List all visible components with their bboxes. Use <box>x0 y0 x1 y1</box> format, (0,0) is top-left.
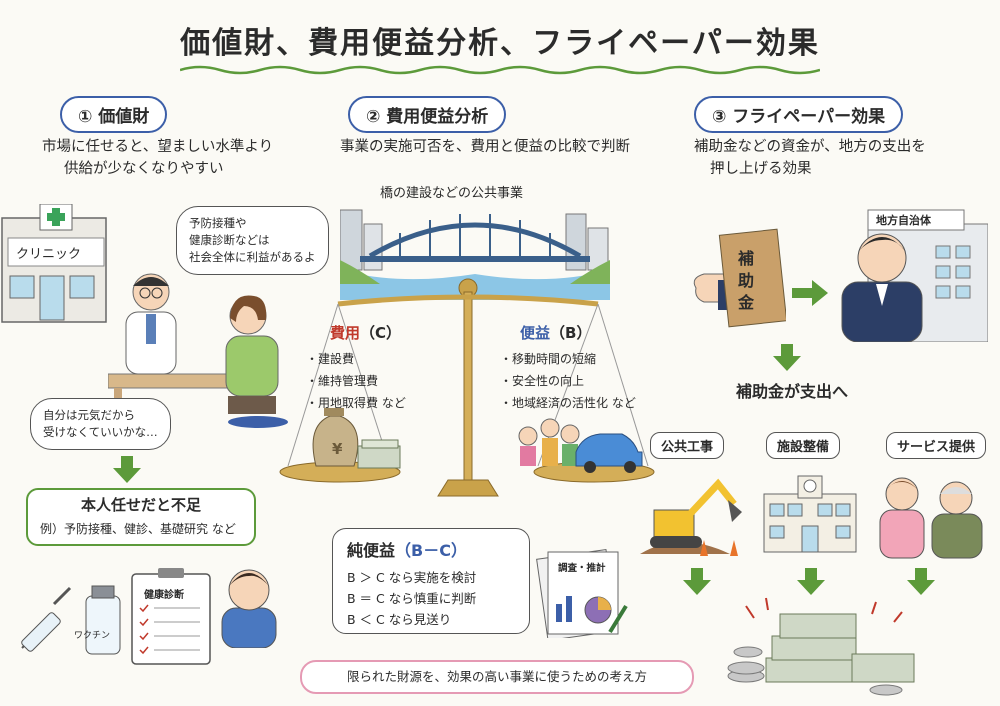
doctor-bubble-line3: 社会全体に利益があるよ <box>189 250 316 264</box>
section3-desc-line2: 押し上げる効果 <box>710 161 812 177</box>
excavator-icon <box>640 478 742 556</box>
cost-item: ・建設費 <box>306 352 355 366</box>
use-tag-facilities: 施設整備 <box>766 432 841 459</box>
money-pile-icon <box>727 597 915 696</box>
cost-title-main: 費用 <box>330 324 361 342</box>
subsidy-envelope <box>693 228 786 328</box>
official-figure <box>841 233 923 342</box>
syringe-icon <box>21 586 72 652</box>
doctor-figure <box>125 273 177 375</box>
benefit-item: ・安全性の向上 <box>500 374 585 388</box>
vaccine-label: ワクチン <box>74 631 111 641</box>
envelope-label: 補助金 <box>738 249 755 312</box>
arrow-down-icon <box>797 568 825 595</box>
benefit-items: ・移動時間の短縮 ・安全性の向上 ・地域経済の活性化 など <box>500 348 636 414</box>
net-rule: B ＞ C なら実施を検討 <box>347 570 477 585</box>
net-benefit-title: 純便益（B－C） <box>347 537 467 561</box>
clinic-label: クリニック <box>16 247 82 262</box>
arrow-down-icon <box>907 568 935 595</box>
benefit-item: ・地域経済の活性化 など <box>500 396 636 410</box>
benefit-title-suffix: （B） <box>550 324 592 342</box>
section3-desc-line1: 補助金などの資金が、地方の支出を <box>694 139 926 155</box>
bridge-caption: 橋の建設などの公共事業 <box>380 186 524 201</box>
arrow-right-icon <box>792 280 828 306</box>
clinic-building <box>1 204 107 323</box>
net-rule: B ＝ C なら慎重に判断 <box>347 591 477 606</box>
car-icon <box>575 433 643 473</box>
balance-scale <box>279 278 655 497</box>
facility-building-icon <box>763 475 857 553</box>
benefit-item: ・移動時間の短縮 <box>500 352 597 366</box>
cost-title-suffix: （C） <box>360 324 402 342</box>
cost-item: ・維持管理費 <box>306 374 379 388</box>
net-rule: B ＜ C なら見送り <box>347 612 452 627</box>
doctor-bubble-line1: 予防接種や <box>189 216 247 230</box>
research-document <box>536 548 628 638</box>
cost-item: ・用地取得費 など <box>306 396 406 410</box>
section2-heading: ② 費用便益分析 <box>348 96 507 133</box>
section2-desc: 事業の実施可否を、費用と便益の比較で判断 <box>340 139 630 155</box>
patient-bubble-line1: 自分は元気だから <box>43 408 135 422</box>
insufficient-box-example: 例）予防接種、健診、基礎研究 など <box>40 522 236 536</box>
net-title-main: 純便益 <box>347 541 396 560</box>
clipboard-icon <box>131 568 211 665</box>
patient-speech-bubble: 自分は元気だから 受けなくていいかな… <box>30 398 171 450</box>
section1-heading: ① 価値財 <box>60 96 168 133</box>
vaccine-bottle-icon <box>85 585 121 655</box>
syringe-vaccine-illustration <box>21 585 121 655</box>
checkup-label: 健康診断 <box>144 590 184 601</box>
arrow-down-icon <box>773 344 801 371</box>
net-benefit-box: 純便益（B－C） B ＞ C なら実施を検討 B ＝ C なら慎重に判断 B ＜… <box>332 528 530 634</box>
section1-desc-line2: 供給が少なくなりやすい <box>64 161 224 177</box>
benefit-title: 便益（B） <box>520 322 591 343</box>
use-tag-public-works: 公共工事 <box>650 432 725 459</box>
care-service-icon <box>879 477 983 559</box>
benefit-title-main: 便益 <box>520 324 551 342</box>
doctor-speech-bubble: 予防接種や 健康診断などは 社会全体に利益があるよ <box>176 206 329 275</box>
net-title-formula: （B－C） <box>395 541 467 560</box>
insufficient-box: 本人任せだと不足 例）予防接種、健診、基礎研究 など <box>26 488 256 546</box>
use-tag-services: サービス提供 <box>886 432 987 459</box>
arrow-down-icon <box>113 456 141 483</box>
cash-stack-icon <box>357 439 401 469</box>
net-benefit-rules: B ＞ C なら実施を検討 B ＝ C なら慎重に判断 B ＜ C なら見送り <box>347 567 476 630</box>
insufficient-box-title: 本人任せだと不足 <box>80 496 201 514</box>
footer-note: 限られた財源を、効果の高い事業に使うための考え方 <box>300 660 694 694</box>
arrow-down-icon <box>683 568 711 595</box>
spending-caption: 補助金が支出へ <box>736 382 849 401</box>
yen-mark: ¥ <box>332 440 343 458</box>
cost-items: ・建設費 ・維持管理費 ・用地取得費 など <box>306 348 406 414</box>
doctor-bubble-line2: 健康診断などは <box>189 233 270 247</box>
section3-heading: ③ フライペーパー効果 <box>694 96 904 133</box>
section1-desc-line1: 市場に任せると、望ましい水準より <box>42 139 274 155</box>
doc-label: 調査・推計 <box>558 563 606 574</box>
doctor-patient-scene <box>108 273 288 428</box>
boy-figure <box>221 569 277 648</box>
patient-bubble-line2: 受けなくていいかな… <box>43 425 158 439</box>
local-government-scene <box>841 209 988 342</box>
page-title: 価値財、費用便益分析、フライペーパー効果 <box>180 26 820 61</box>
gov-label: 地方自治体 <box>876 214 931 227</box>
cost-title: 費用（C） <box>330 322 401 343</box>
money-bag-icon <box>312 408 359 467</box>
people-icon <box>518 418 580 466</box>
patient-figure <box>225 295 288 428</box>
title-underline <box>180 65 820 75</box>
